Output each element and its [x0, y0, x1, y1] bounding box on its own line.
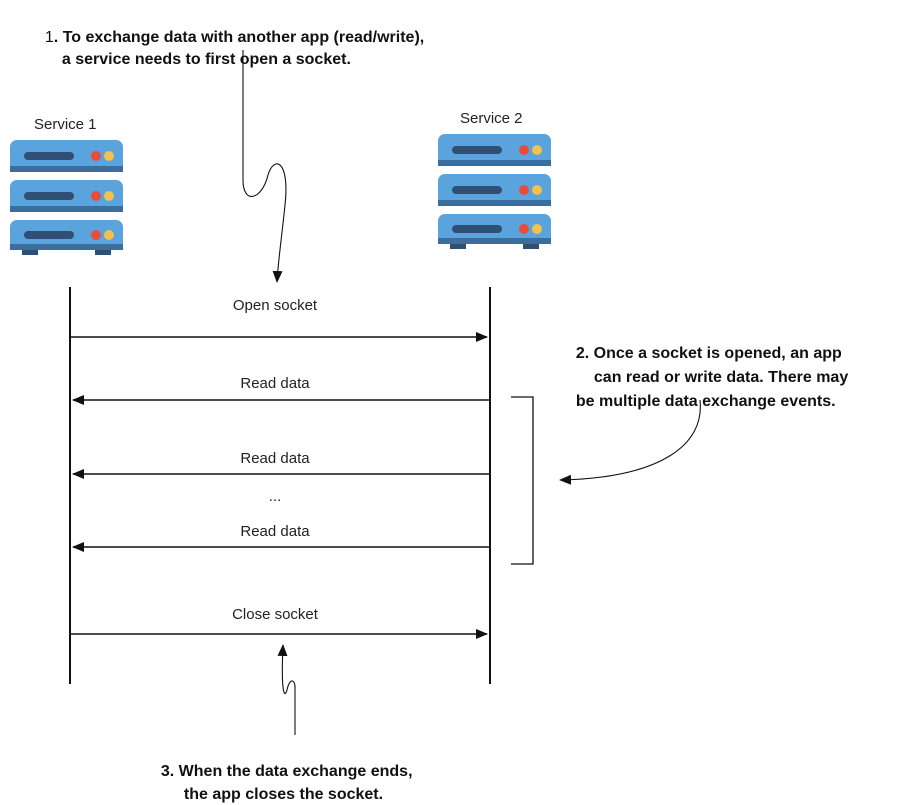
pointer-annotation-2 [559, 399, 701, 485]
annotation-line: the app closes the socket. [183, 786, 384, 803]
annotation-line: a service needs to first open a socket. [61, 51, 351, 68]
service-2-label: Service 2 [460, 110, 523, 127]
pointer-annotation-1 [242, 50, 287, 283]
annotation-line: be multiple data exchange events. [575, 393, 836, 410]
annotation-line: . To exchange data with another app (rea… [53, 29, 425, 46]
annotation-line: 3. When the data exchange ends, [160, 763, 413, 780]
message-label-read-data: Read data [240, 450, 310, 467]
server-2-rack [438, 134, 551, 249]
annotation-line: can read or write data. There may [593, 369, 849, 386]
message-label-ellipsis: ... [268, 488, 282, 505]
annotation-data-exchange-line2: can read or write data. There may [585, 346, 848, 388]
data-exchange-bracket [511, 396, 534, 565]
annotation-close-socket: 3. When the data exchange ends, [152, 740, 413, 782]
annotation-open-socket: 1. To exchange data with another app (re… [36, 6, 424, 48]
message-label-read-data: Read data [240, 523, 310, 540]
server-1-rack [10, 140, 123, 255]
annotation-open-socket-line2: a service needs to first open a socket. [53, 28, 351, 70]
annotation-number: 1 [44, 29, 54, 46]
server-2-icon [438, 134, 551, 249]
annotation-data-exchange: 2. Once a socket is opened, an app [567, 322, 842, 364]
service-1-label: Service 1 [34, 116, 97, 133]
pointer-annotation-3 [277, 644, 296, 735]
message-label-read-data: Read data [240, 375, 310, 392]
sequence-diagram [69, 50, 701, 735]
server-1-icon [10, 140, 123, 255]
annotation-data-exchange-line3: be multiple data exchange events. [567, 370, 836, 412]
message-label-close-socket: Close socket [232, 606, 318, 623]
annotation-line: 2. Once a socket is opened, an app [575, 345, 842, 362]
message-label-open-socket: Open socket [232, 297, 318, 314]
